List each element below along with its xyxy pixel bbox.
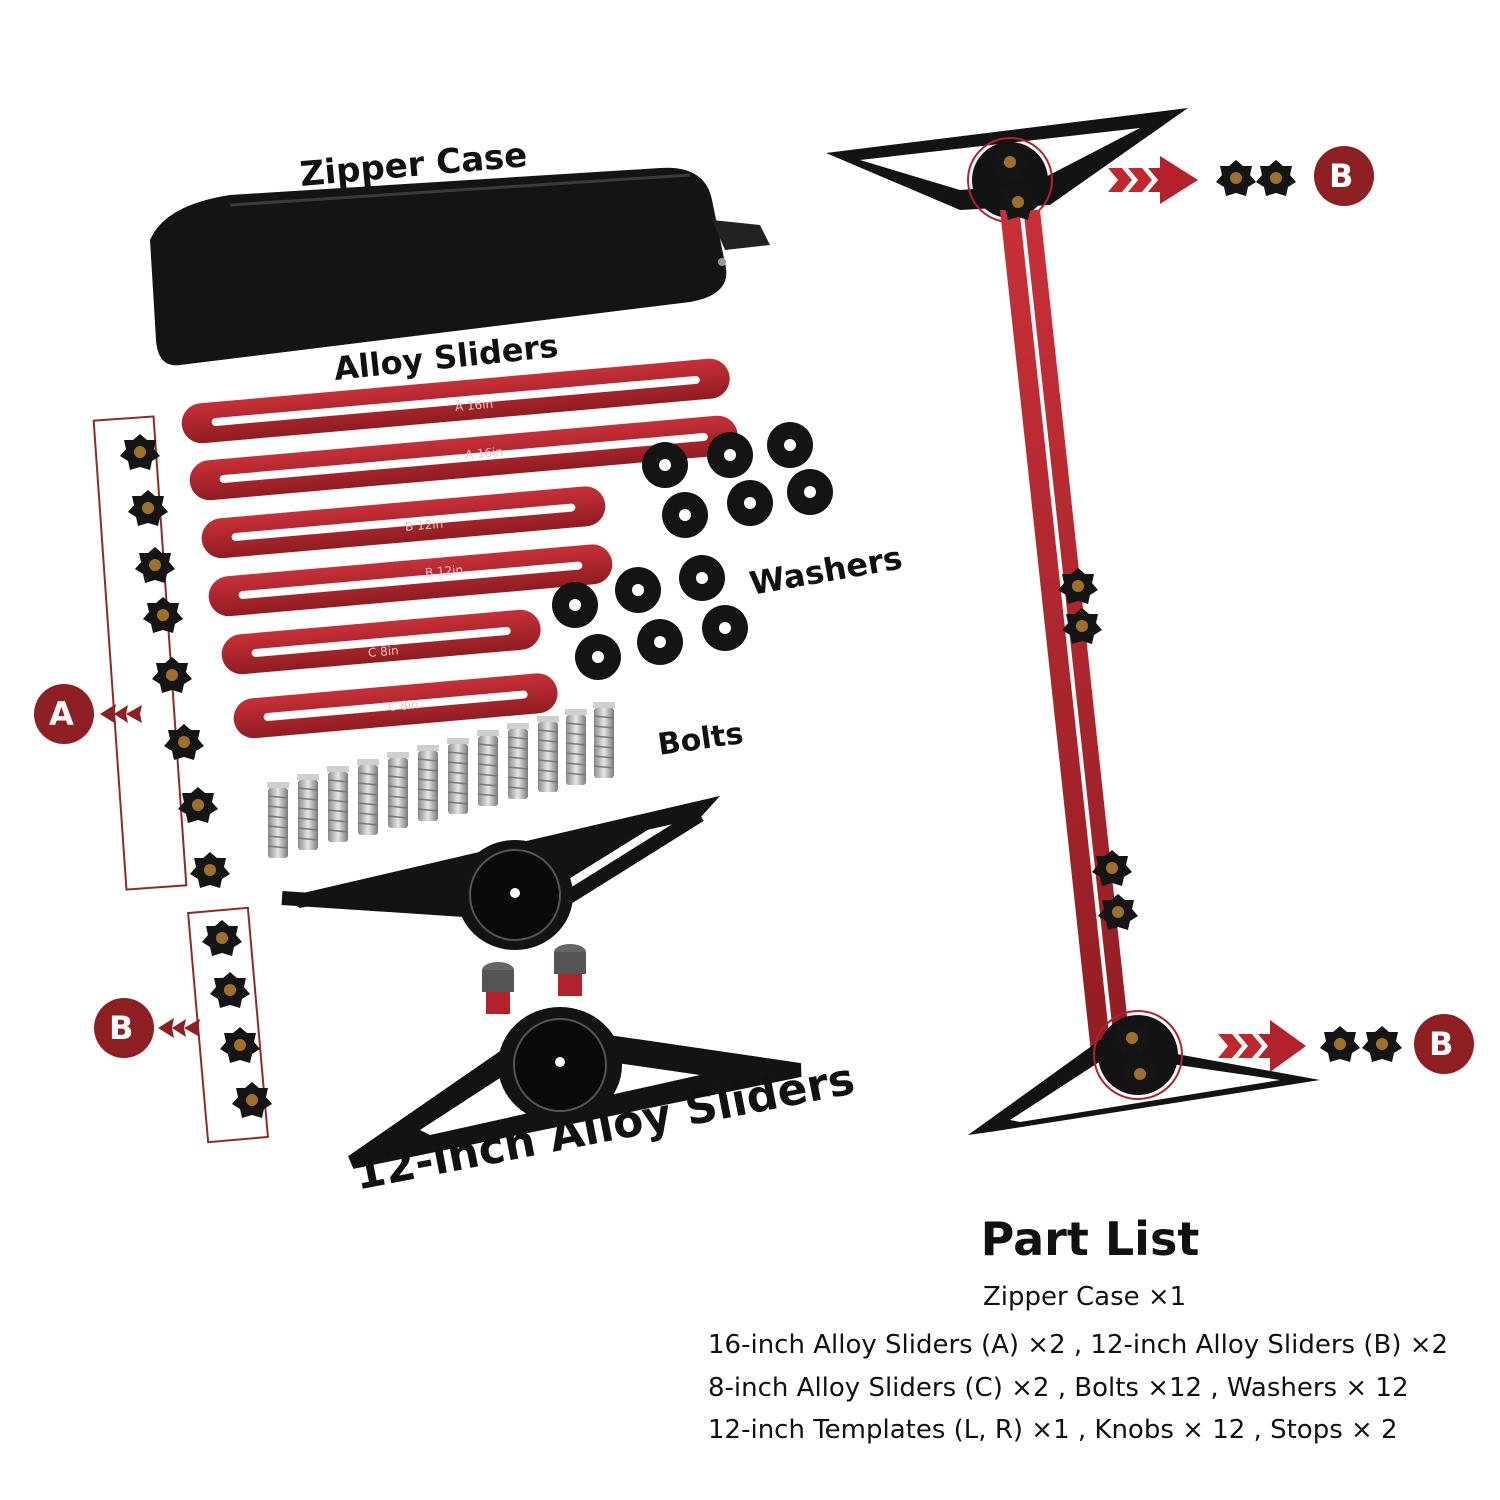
alloy-sliders	[181, 358, 738, 739]
slider-mark: C 8in	[387, 697, 420, 714]
part-list-line: Zipper Case ×1	[983, 1282, 1187, 1312]
badge-b: B	[1429, 1025, 1454, 1063]
knob-box-b	[187, 906, 272, 1144]
part-list-line: 16-inch Alloy Sliders (A) ×2 , 12-inch A…	[708, 1330, 1449, 1360]
part-list-line: 12-inch Templates (L, R) ×1 , Knobs × 12…	[708, 1415, 1398, 1445]
template-lower	[348, 1007, 802, 1169]
badge-a: A	[49, 695, 74, 733]
badge-b-arrow-top	[1108, 146, 1374, 206]
part-list-line: 8-inch Alloy Sliders (C) ×2 , Bolts ×12 …	[708, 1373, 1409, 1403]
stops	[482, 944, 586, 1014]
knob-box-a	[92, 415, 230, 891]
zipper-case	[150, 167, 770, 366]
badge-b: B	[1329, 157, 1354, 195]
badge-b-arrow-bottom	[1218, 1014, 1474, 1074]
assembled-tool	[826, 108, 1320, 1135]
slider-mark: C 8in	[367, 643, 400, 660]
badge-a-arrow	[34, 684, 142, 744]
badge-b-arrow-left	[94, 998, 200, 1058]
template-upper	[281, 796, 720, 950]
part-list-title: Part List	[980, 1212, 1200, 1266]
badge-b: B	[109, 1009, 134, 1047]
